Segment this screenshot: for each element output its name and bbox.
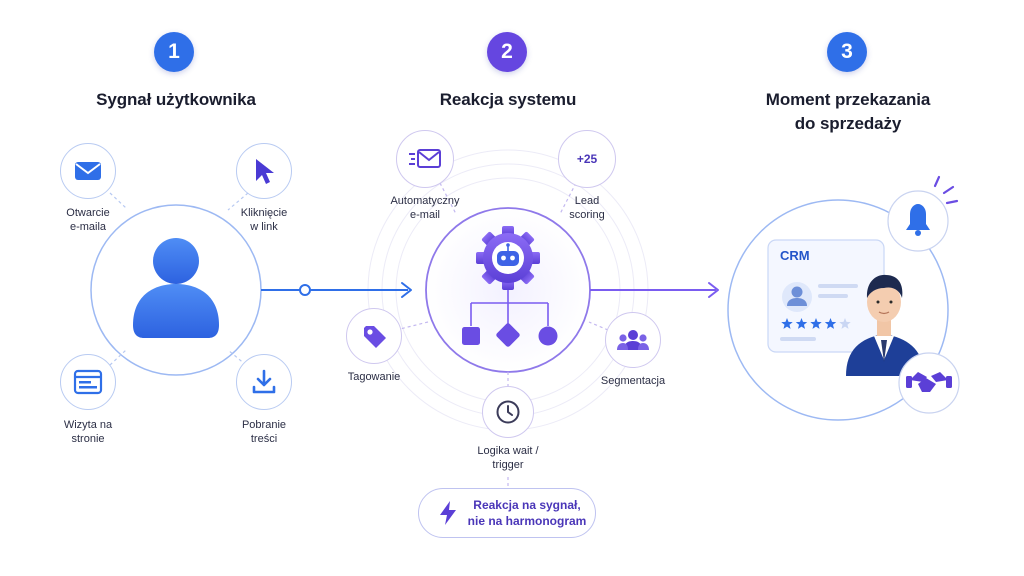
callout-text: Reakcja na sygnał, nie na harmonogram — [459, 497, 595, 529]
system-label-auto-email-line2: e-mail — [410, 209, 440, 221]
signal-label-click-line2: w link — [250, 221, 278, 233]
rating-star — [810, 318, 822, 329]
callout-pill: Reakcja na sygnał, nie na harmonogram — [418, 488, 596, 538]
step-title-3-line2: do sprzedaży — [794, 114, 902, 133]
step-title-3-line1: Moment przekazania — [765, 90, 931, 109]
bell-icon — [906, 204, 930, 236]
download-icon — [252, 369, 276, 394]
system-label-segmentation-line1: Segmentacja — [600, 375, 666, 387]
system-label-lead-scoring-line2: scoring — [569, 209, 605, 221]
signal-label-visit-line2: stronie — [71, 433, 105, 445]
signal-label-visit-line1: Wizyta na — [63, 419, 113, 431]
lightning-icon — [440, 501, 456, 525]
system-node-wait-trigger — [482, 386, 534, 438]
rating-star — [795, 318, 808, 329]
group-icon — [617, 330, 649, 350]
signal-label-click: Kliknięcie w link — [224, 206, 304, 234]
system-label-tagging: Tagowanie — [334, 370, 414, 384]
system-label-wait-trigger: Logika wait / trigger — [462, 444, 554, 472]
envelope-icon — [75, 162, 101, 180]
system-label-segmentation: Segmentacja — [591, 374, 675, 388]
score-icon: +25 — [576, 152, 598, 166]
crm-card — [767, 239, 885, 353]
signal-label-download: Pobranie treści — [224, 418, 304, 446]
handshake-node — [898, 352, 960, 414]
tag-icon — [364, 326, 386, 348]
step-number-1: 1 — [154, 32, 194, 72]
signal-label-click-line1: Kliknięcie — [240, 207, 288, 219]
system-node-lead-scoring: +25 — [558, 130, 616, 188]
handshake-icon — [906, 372, 952, 392]
arrow-step2-to-step3 — [590, 282, 719, 298]
system-label-wait-trigger-line1: Logika wait / — [477, 445, 539, 457]
gear-robot-icon — [476, 226, 540, 290]
auto-email-icon — [409, 149, 441, 168]
rating-star — [839, 318, 851, 329]
signal-label-visit: Wizyta na stronie — [48, 418, 128, 446]
signal-node-visit — [60, 354, 116, 410]
step-title-1: Sygnał użytkownika — [96, 90, 256, 109]
signal-node-email — [60, 143, 116, 199]
bell-node — [887, 175, 959, 252]
signal-node-download — [236, 354, 292, 410]
end-circle — [538, 326, 558, 346]
alert-rays — [933, 175, 959, 205]
crm-label: CRM — [780, 248, 810, 263]
arrow-step1-to-step2 — [261, 282, 412, 298]
rating-star — [824, 318, 837, 329]
rating-stars — [781, 318, 851, 329]
user-avatar-icon — [133, 238, 219, 338]
system-node-segmentation — [605, 312, 661, 368]
cursor-icon — [256, 159, 274, 184]
system-label-lead-scoring-line1: Lead — [574, 195, 600, 207]
step-number-3: 3 — [827, 32, 867, 72]
callout-line1: Reakcja na sygnał, — [473, 498, 581, 512]
decision-diamond — [496, 323, 520, 347]
signal-label-download-line1: Pobranie — [241, 419, 287, 431]
system-label-auto-email-line1: Automatyczny — [390, 195, 460, 207]
system-node-auto-email — [396, 130, 454, 188]
signal-node-click — [236, 143, 292, 199]
signal-label-email: Otwarcie e-maila — [48, 206, 128, 234]
system-label-tagging-line1: Tagowanie — [347, 371, 401, 383]
action-square — [462, 327, 480, 345]
signal-label-email-line2: e-maila — [69, 221, 107, 233]
step-number-2: 2 — [487, 32, 527, 72]
flow-branch — [470, 290, 549, 326]
clock-icon — [496, 400, 520, 424]
step-title-3: Moment przekazania do sprzedaży — [736, 88, 960, 136]
signal-label-email-line1: Otwarcie — [66, 207, 110, 219]
callout-line2: nie na harmonogram — [467, 514, 587, 528]
system-label-auto-email: Automatyczny e-mail — [377, 194, 473, 222]
browser-window-icon — [73, 369, 103, 395]
step-title-2: Reakcja systemu — [439, 90, 577, 109]
signal-label-download-line2: treści — [250, 433, 278, 445]
system-node-tagging — [346, 308, 402, 364]
system-label-lead-scoring: Lead scoring — [539, 194, 635, 222]
system-label-wait-trigger-line2: trigger — [492, 459, 524, 471]
rating-star — [781, 318, 793, 329]
